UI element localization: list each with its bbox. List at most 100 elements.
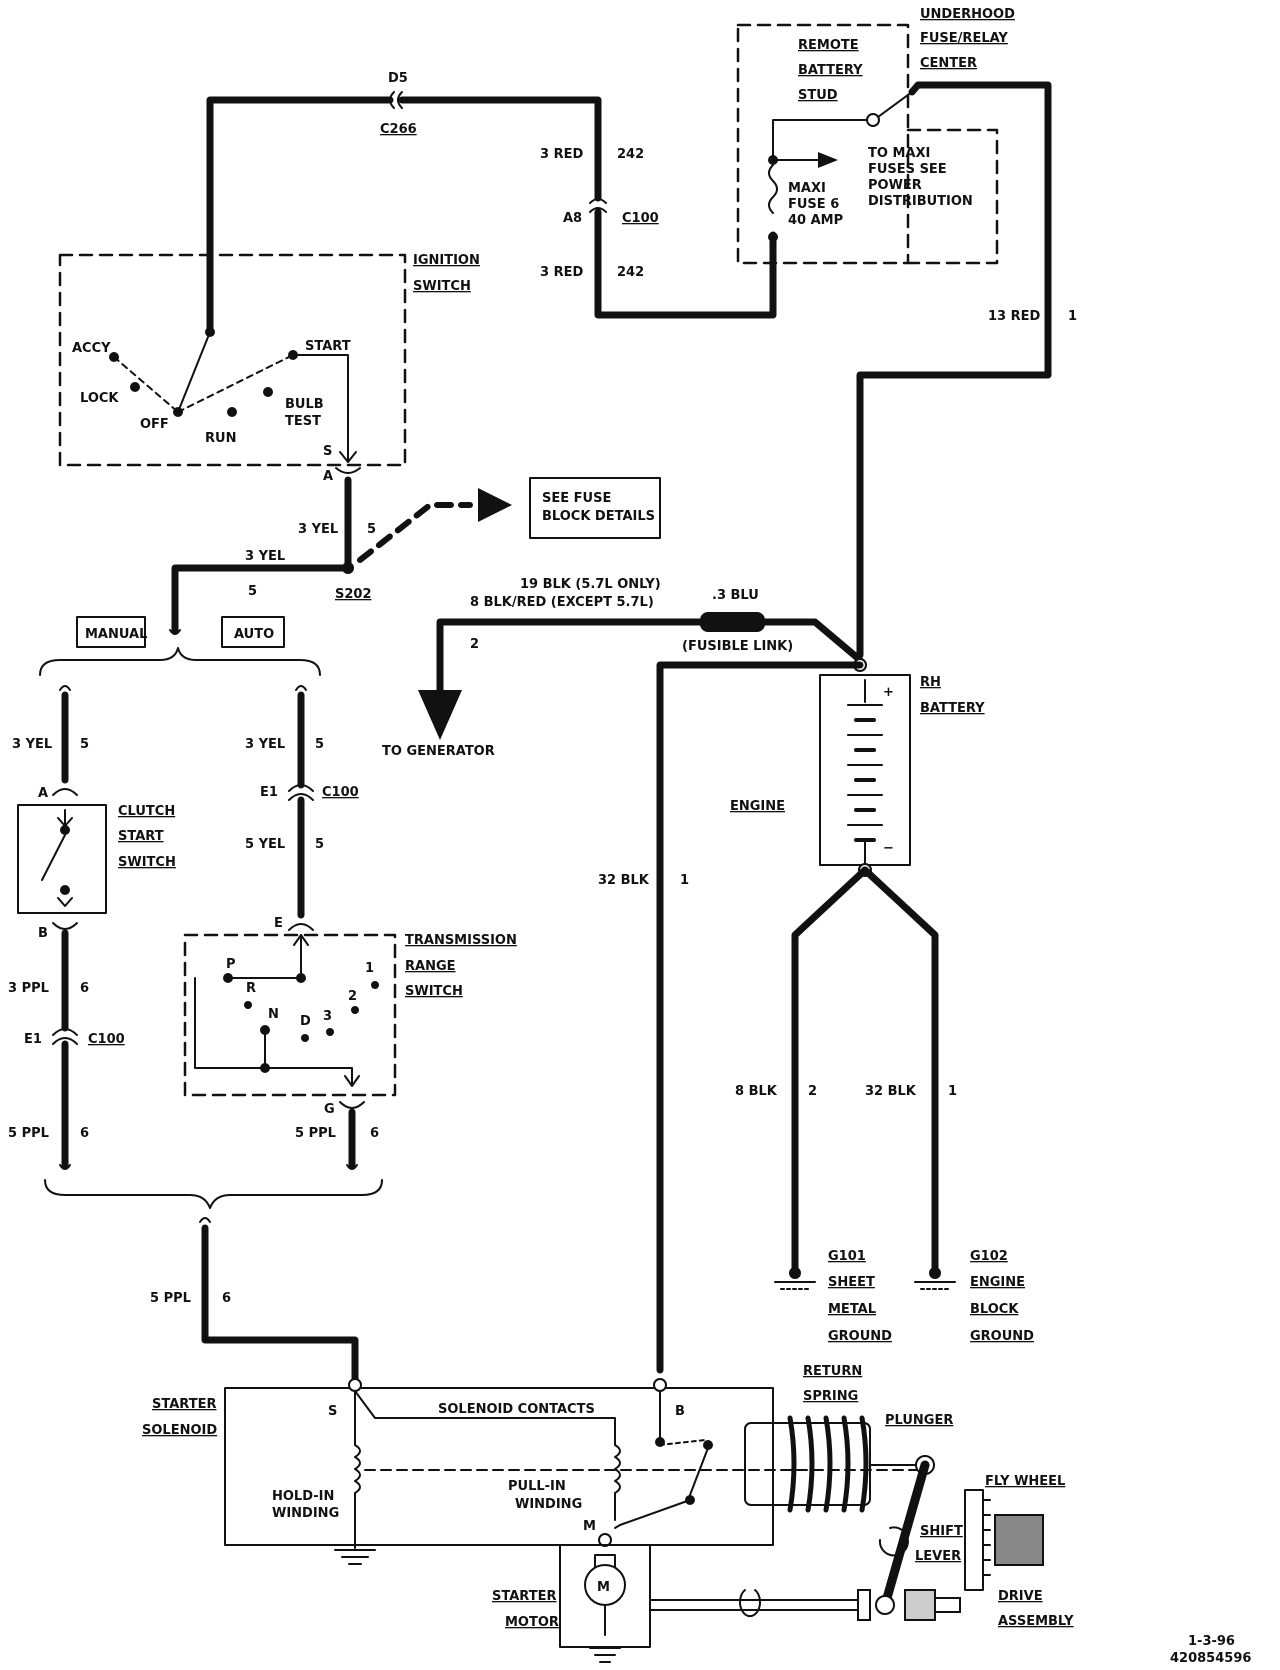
trans-title-1: TRANSMISSION — [405, 933, 517, 948]
g102-label-3: BLOCK — [970, 1302, 1019, 1317]
wire-label-gnd2: 32 BLK — [865, 1084, 917, 1099]
wire-label-red-top-a: 3 RED — [540, 147, 583, 162]
clutch-pin-b: B — [38, 926, 48, 941]
clutch-title-2: START — [118, 829, 164, 844]
starter-solenoid: STARTER SOLENOID S B SOLENOID CONTACTS H… — [142, 1378, 921, 1565]
splice-s202-label: S202 — [335, 587, 372, 602]
wire-yel-branch — [171, 564, 352, 634]
fly-wheel-label: FLY WHEEL — [985, 1474, 1065, 1489]
manual-branch: 3 YEL 5 A CLUTCH START SWITCH B 3 PPL 6 … — [8, 685, 176, 1170]
battery-title-2: BATTERY — [920, 701, 985, 716]
underhood-title-3: CENTER — [920, 56, 977, 71]
wire-label-red-top-b-circ: 242 — [617, 265, 644, 280]
maxi-note-3: POWER — [868, 178, 922, 193]
top-brace — [39, 647, 321, 676]
to-generator-arrow — [418, 690, 462, 740]
manual-label: MANUAL — [85, 627, 147, 642]
wire-label-ppl-auto-circ: 6 — [370, 1126, 379, 1141]
clutch-pin-a: A — [38, 786, 48, 801]
ignition-switch-title-2: SWITCH — [413, 279, 471, 294]
wire-label-gnd1-circ: 2 — [808, 1084, 817, 1099]
g101-label-1: G101 — [828, 1249, 866, 1264]
drive-label-2: ASSEMBLY — [998, 1614, 1074, 1629]
g102-label-4: GROUND — [970, 1329, 1034, 1344]
wire-label-ppl-common-circ: 6 — [222, 1291, 231, 1306]
wire-gnd-g102 — [861, 866, 939, 1274]
conn-c100-auto: C100 — [322, 785, 359, 800]
conn-c100-top-label: C100 — [622, 211, 659, 226]
g101-label-4: GROUND — [828, 1329, 892, 1344]
fuse-label-2: FUSE 6 — [788, 197, 839, 212]
wire-label-yel-branch-circ: 5 — [248, 584, 257, 599]
wire-label-ppl-manual2-circ: 6 — [80, 1126, 89, 1141]
wire-label-gnd2-circ: 1 — [948, 1084, 957, 1099]
wire-label-yel-switch-circ: 5 — [367, 522, 376, 537]
trans-pos-1: 1 — [365, 961, 374, 976]
trans-title-2: RANGE — [405, 959, 456, 974]
ground-g102: G102 ENGINE BLOCK GROUND — [914, 1249, 1034, 1344]
footer-date: 1-3-96 — [1188, 1634, 1235, 1649]
wire-label-starter-feed-circ: 1 — [680, 873, 689, 888]
wire-gnd-g101 — [791, 866, 869, 1274]
pos-bulb: BULB — [285, 397, 324, 412]
fuse-block-arrow — [357, 502, 473, 563]
shift-lever-label-2: LEVER — [915, 1549, 961, 1564]
wire-label-yel-manual-circ: 5 — [80, 737, 89, 752]
fuse-label-3: 40 AMP — [788, 213, 843, 228]
pos-lock: LOCK — [80, 391, 119, 406]
underhood-title-1: UNDERHOOD — [920, 7, 1015, 22]
to-generator-label: TO GENERATOR — [382, 744, 495, 759]
wire-label-gnd1: 8 BLK — [735, 1084, 778, 1099]
wire-13-red — [856, 81, 1052, 659]
stud-label-2: BATTERY — [798, 63, 863, 78]
trans-pos-2: 2 — [348, 989, 357, 1004]
wire-label-starter-feed: 32 BLK — [598, 873, 650, 888]
trans-pin-g: G — [324, 1102, 335, 1117]
starter-motor: M STARTER MOTOR — [492, 1544, 859, 1663]
ground-g101: G101 SHEET METAL GROUND — [774, 1249, 892, 1344]
conn-e1-auto: E1 — [260, 785, 278, 800]
stud-label-3: STUD — [798, 88, 838, 103]
conn-d5-label: D5 — [388, 71, 408, 86]
return-spring-label-2: SPRING — [803, 1389, 858, 1404]
wire-label-yel-auto2: 5 YEL — [245, 837, 285, 852]
connector-c100-top: A8 C100 — [563, 198, 659, 226]
pos-test: TEST — [285, 414, 321, 429]
trans-pos-p: P — [226, 957, 236, 972]
wire-c266-to-c100 — [398, 96, 602, 202]
engine-label: ENGINE — [730, 799, 785, 814]
wire-32-blk-starter — [656, 661, 864, 1374]
fuse-label-1: MAXI — [788, 181, 826, 196]
wire-label-red-top-b: 3 RED — [540, 265, 583, 280]
wire-label-yel-auto-circ: 5 — [315, 737, 324, 752]
solenoid-term-b: B — [675, 1404, 685, 1419]
pos-start: START — [305, 339, 351, 354]
flywheel-drive: FLY WHEEL DRIVE ASSEMBLY — [857, 1474, 1074, 1629]
trans-title-3: SWITCH — [405, 984, 463, 999]
connector-c266: D5 C266 — [380, 71, 417, 137]
g102-label-2: ENGINE — [970, 1275, 1025, 1290]
ignition-switch-title-1: IGNITION — [413, 253, 480, 268]
footer-code: 420854596 — [1170, 1651, 1251, 1666]
plunger-assembly: RETURN SPRING PLUNGER SHIFT LEVER — [744, 1364, 963, 1615]
trans-pos-3: 3 — [323, 1009, 332, 1024]
battery-plus: + — [883, 685, 894, 700]
trans-pos-n: N — [268, 1007, 279, 1022]
wire-label-gen-a: 19 BLK (5.7L ONLY) — [520, 577, 661, 592]
conn-c266-label: C266 — [380, 122, 417, 137]
fuse-block-note: SEE FUSE BLOCK DETAILS — [529, 477, 661, 539]
solenoid-term-m: M — [583, 1519, 596, 1534]
wire-label-gen-b: 8 BLK/RED (EXCEPT 5.7L) — [470, 595, 654, 610]
clutch-title-3: SWITCH — [118, 855, 176, 870]
ignition-switch: IGNITION SWITCH ACCY LOCK OFF RUN BULB T… — [58, 253, 480, 484]
auto-label: AUTO — [234, 627, 274, 642]
trans-pos-d: D — [300, 1014, 311, 1029]
wire-label-yel-branch: 3 YEL — [245, 549, 285, 564]
underhood-title-2: FUSE/RELAY — [920, 31, 1008, 46]
wire-label-ppl-manual2: 5 PPL — [8, 1126, 49, 1141]
motor-symbol: M — [597, 1580, 610, 1595]
pos-off: OFF — [140, 417, 169, 432]
g101-label-3: METAL — [828, 1302, 876, 1317]
stud-label-1: REMOTE — [798, 38, 859, 53]
